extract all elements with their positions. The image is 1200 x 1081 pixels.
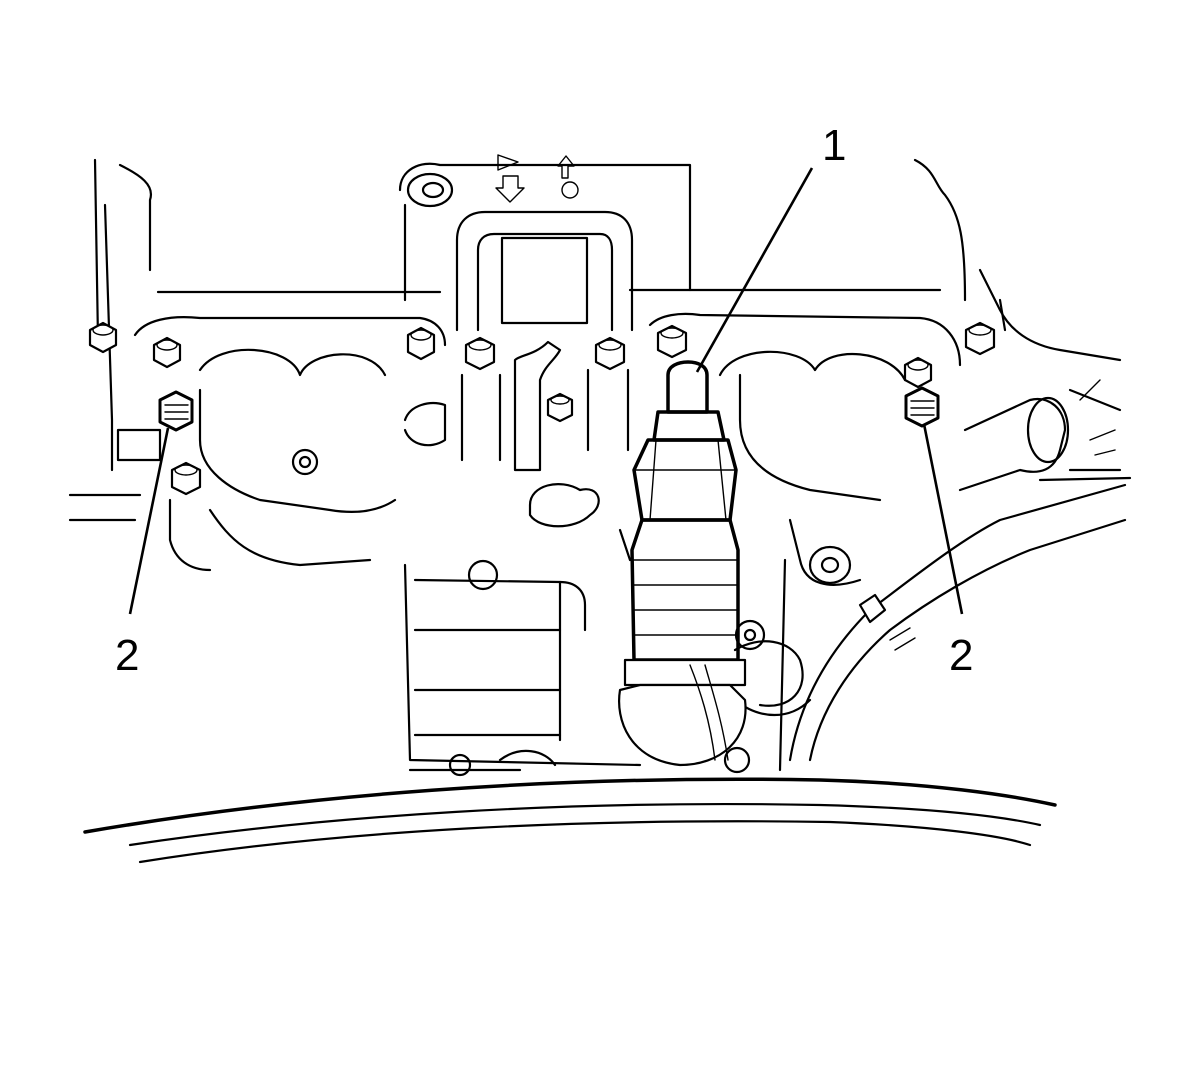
callout-label-2-right: 2	[949, 631, 973, 680]
bolt	[656, 324, 688, 359]
bolt	[546, 392, 574, 423]
engine-background	[68, 154, 1132, 777]
manifold-nut-right	[904, 386, 940, 428]
bolt	[903, 356, 933, 389]
bolt	[406, 326, 436, 361]
bolt	[464, 336, 496, 371]
bolt	[88, 321, 118, 354]
callout-label-2-left: 2	[115, 631, 139, 680]
callout-leaders	[128, 167, 964, 615]
bolt	[152, 336, 182, 369]
bolt	[594, 336, 626, 371]
manifold-nut-left	[158, 390, 194, 432]
lower-panel	[83, 777, 1057, 864]
manifold-bolts	[88, 321, 996, 496]
leader-line-2-left	[128, 427, 170, 615]
bolt	[170, 461, 202, 496]
leader-line-1	[695, 167, 814, 373]
callout-label-1: 1	[822, 121, 846, 170]
callout-labels: 1 2 2	[115, 121, 973, 680]
component-1	[618, 360, 747, 767]
leader-line-2-right	[922, 423, 964, 615]
bolt	[964, 321, 996, 356]
center-pipes	[403, 340, 630, 472]
